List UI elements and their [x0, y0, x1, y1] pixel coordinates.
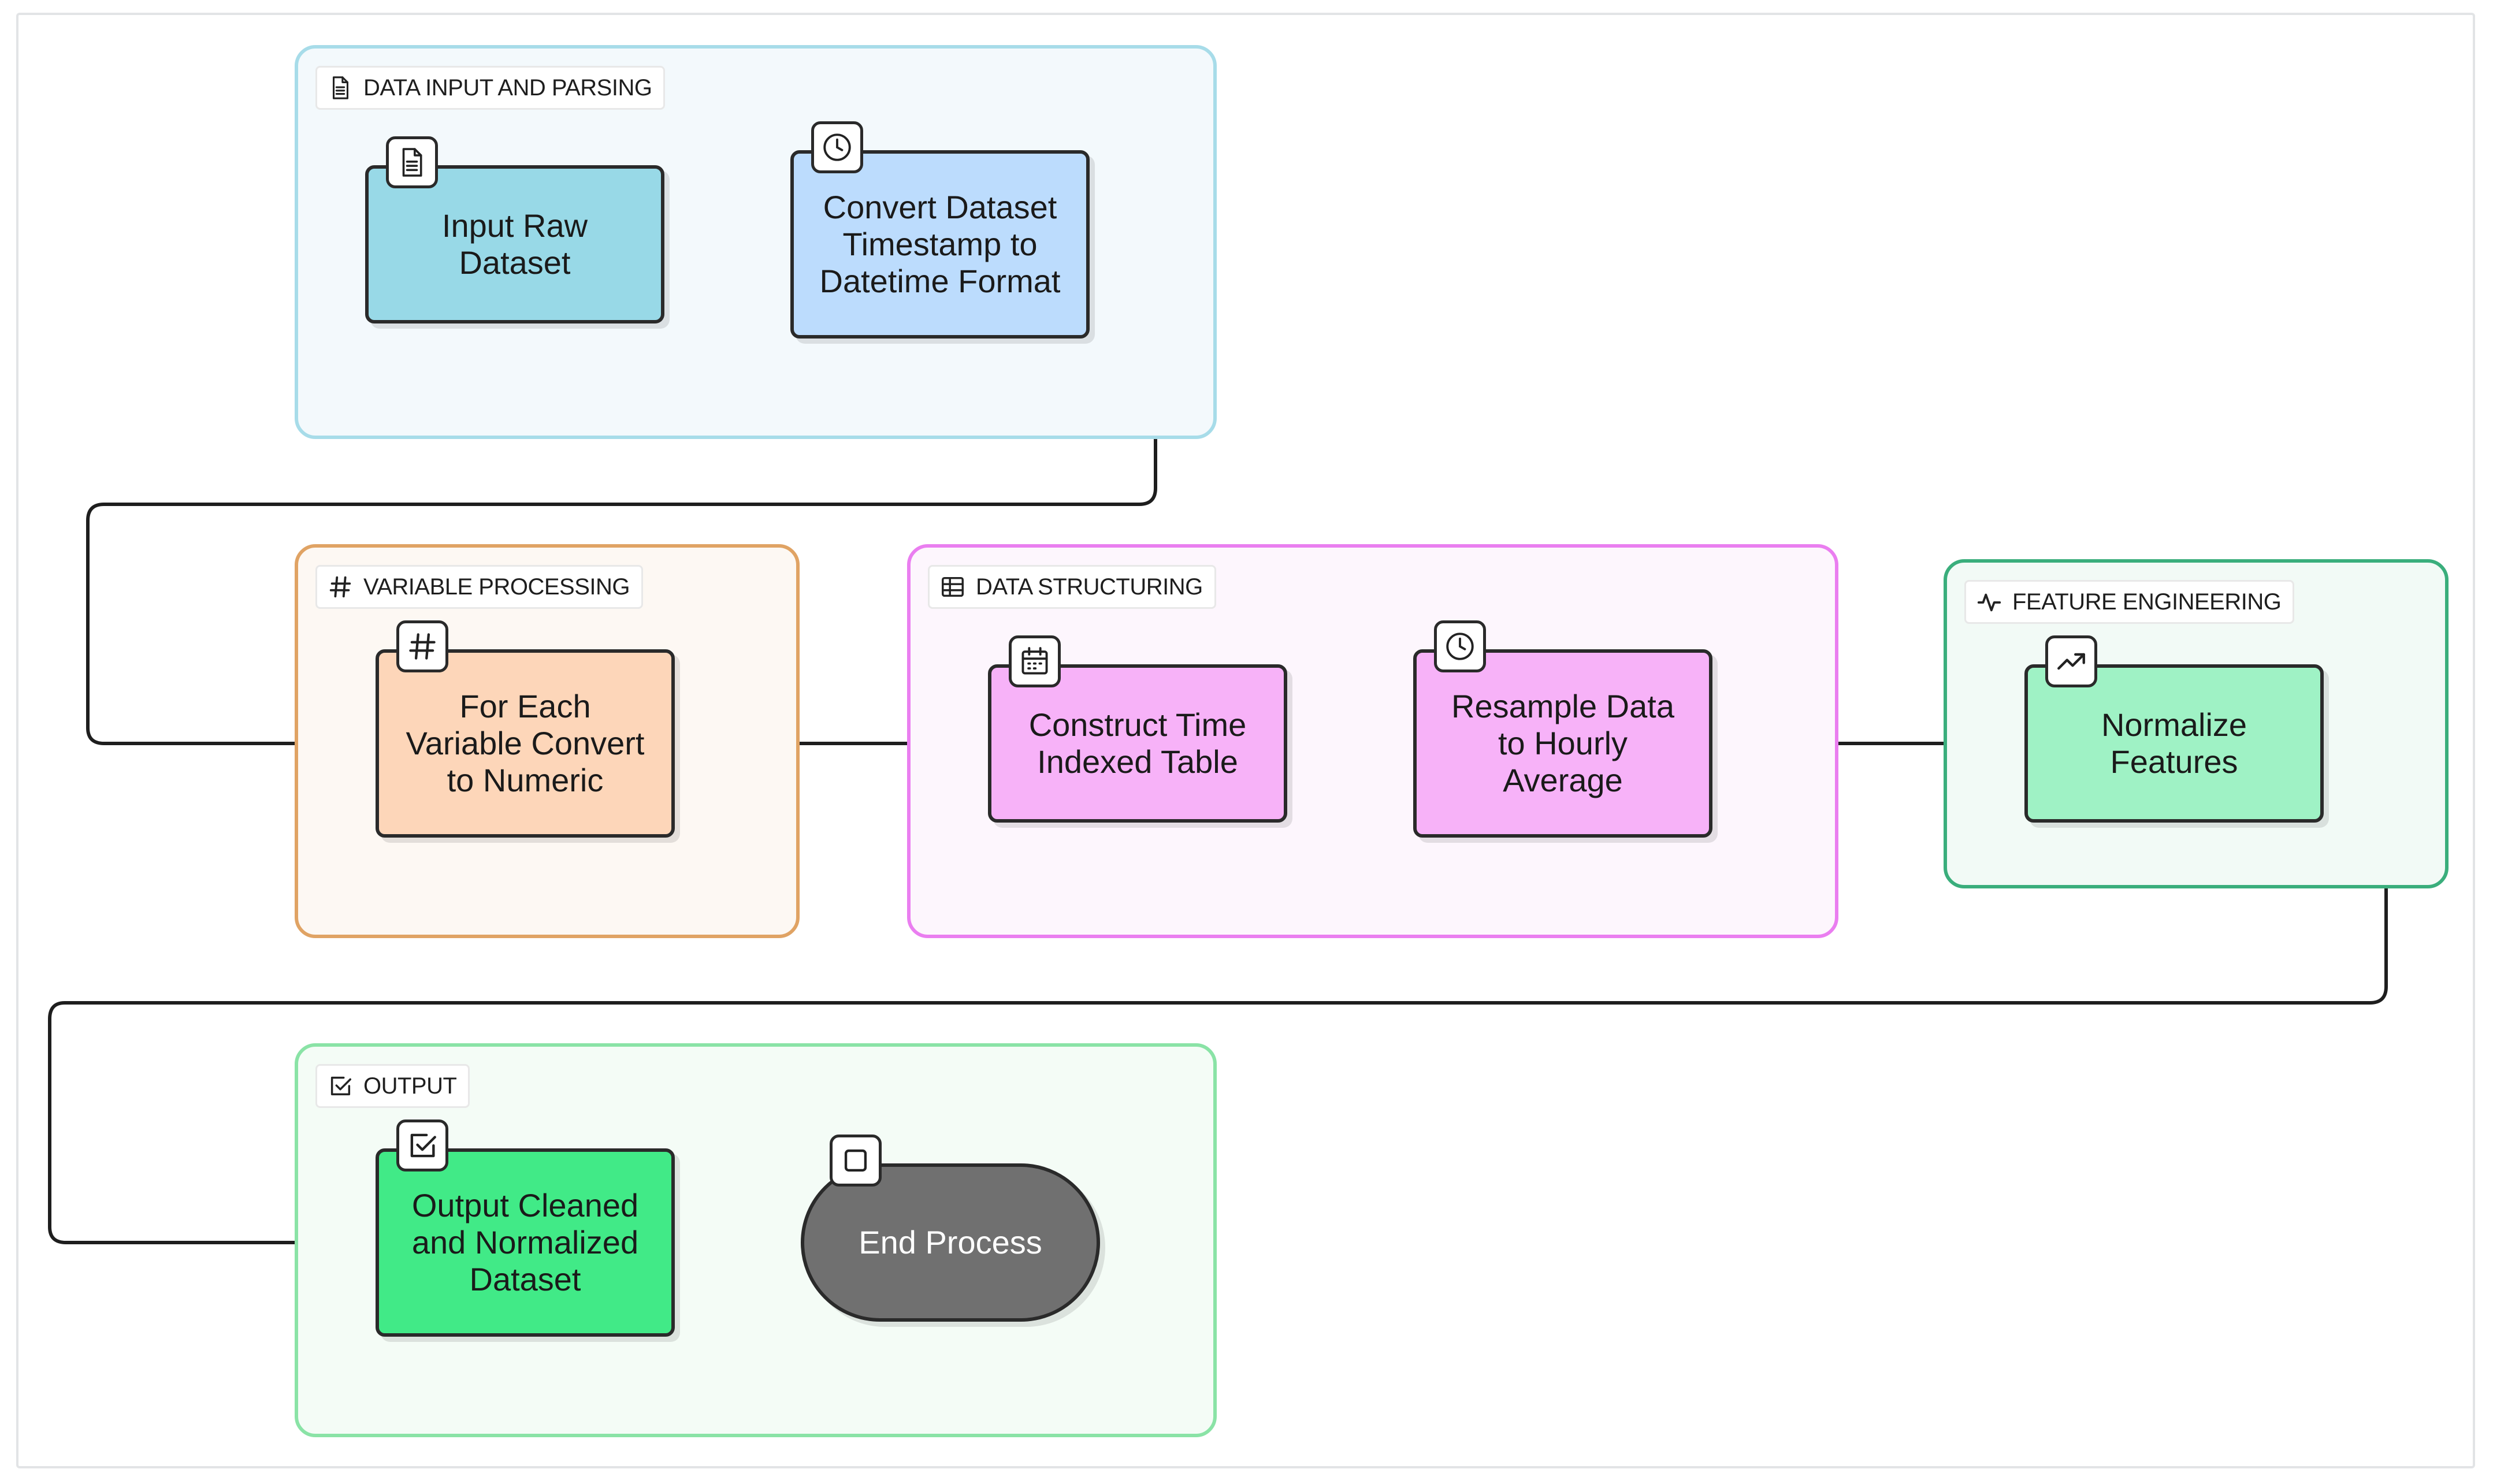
- node-label: Construct Time Indexed Table: [1028, 706, 1247, 780]
- node-label: Convert Dataset Timestamp to Datetime Fo…: [819, 189, 1061, 299]
- document-icon: [386, 136, 438, 188]
- checkbox-icon: [325, 1071, 355, 1101]
- node-label: Input Raw Dataset: [441, 207, 588, 281]
- group-label: DATA STRUCTURING: [928, 565, 1216, 609]
- node-end-process[interactable]: End Process: [801, 1135, 1100, 1322]
- table-icon: [938, 572, 968, 602]
- group-title: DATA INPUT AND PARSING: [363, 75, 652, 101]
- group-label: FEATURE ENGINEERING: [1964, 580, 2295, 624]
- node-convert-dataset-timestamp[interactable]: Convert Dataset Timestamp to Datetime Fo…: [790, 121, 1090, 339]
- node-normalize-features[interactable]: Normalize Features: [2024, 635, 2324, 823]
- document-icon: [325, 73, 355, 103]
- group-label: DATA INPUT AND PARSING: [315, 66, 666, 110]
- node-input-raw-dataset[interactable]: Input Raw Dataset: [365, 136, 664, 323]
- hash-icon: [325, 572, 355, 602]
- hash-icon: [396, 620, 448, 672]
- node-convert-to-numeric[interactable]: For Each Variable Convert to Numeric: [376, 620, 675, 838]
- square-icon: [830, 1135, 882, 1187]
- node-label: Output Cleaned and Normalized Dataset: [411, 1187, 639, 1297]
- node-label: End Process: [859, 1224, 1042, 1260]
- calendar-icon: [1009, 635, 1061, 687]
- node-label: Resample Data to Hourly Average: [1451, 688, 1674, 798]
- activity-icon: [1974, 587, 2004, 617]
- clock-icon: [1434, 620, 1486, 672]
- node-output-cleaned-dataset[interactable]: Output Cleaned and Normalized Dataset: [376, 1119, 675, 1337]
- group-title: VARIABLE PROCESSING: [363, 574, 630, 600]
- trending-up-icon: [2045, 635, 2097, 687]
- node-label: For Each Variable Convert to Numeric: [406, 688, 645, 798]
- clock-icon: [811, 121, 863, 173]
- node-construct-time-indexed-table[interactable]: Construct Time Indexed Table: [988, 635, 1287, 823]
- node-label: Normalize Features: [2101, 706, 2247, 780]
- group-label: VARIABLE PROCESSING: [315, 565, 644, 609]
- group-title: FEATURE ENGINEERING: [2012, 589, 2282, 615]
- checkbox-icon: [396, 1119, 448, 1171]
- group-label: OUTPUT: [315, 1064, 470, 1108]
- group-title: DATA STRUCTURING: [976, 574, 1203, 600]
- node-resample-hourly-average[interactable]: Resample Data to Hourly Average: [1413, 620, 1712, 838]
- group-title: OUTPUT: [363, 1073, 457, 1099]
